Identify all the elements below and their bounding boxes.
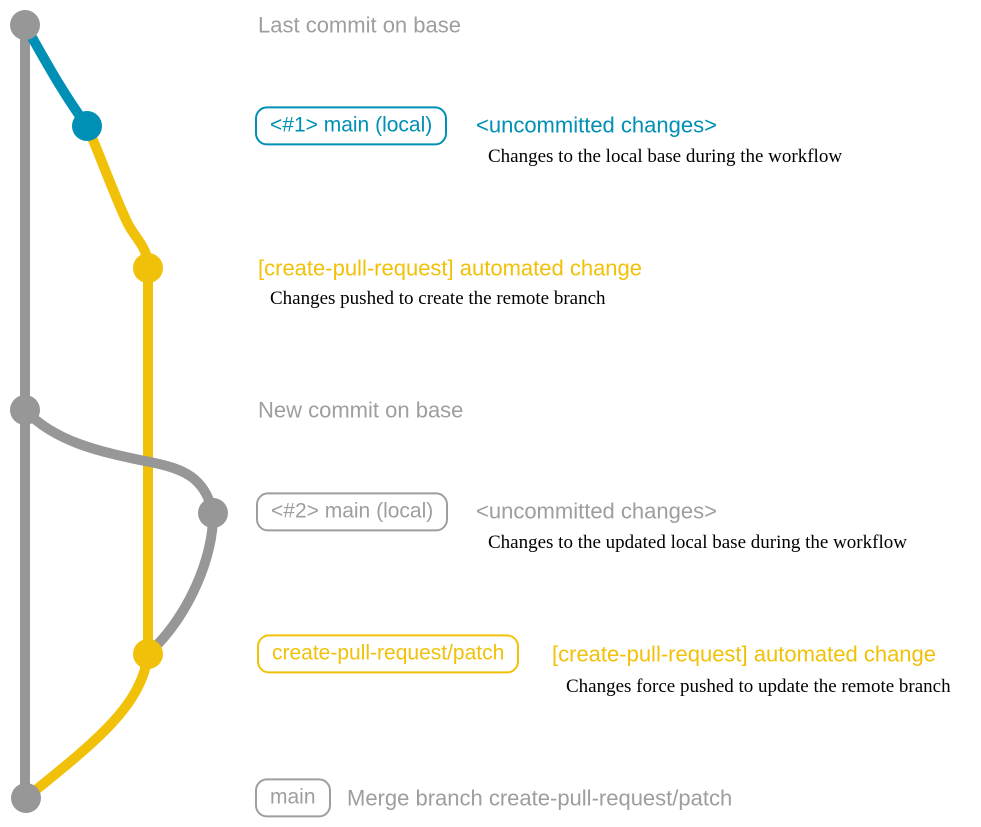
local-main-branch-line — [20, 20, 92, 131]
patch-branch-line-top — [82, 121, 153, 273]
badge-main-text: main — [255, 778, 331, 818]
badge-patch-branch-text: create-pull-request/patch — [257, 634, 520, 674]
caption-local-base-changes: Changes to the local base during the wor… — [488, 146, 843, 168]
badge-main-local-1-text: <#1> main (local) — [255, 106, 448, 146]
badge-main-local-2: <#2> main (local) — [256, 492, 449, 532]
label-automated-change-1: [create-pull-request] automated change — [258, 255, 643, 281]
patch-branch-line-merge — [21, 649, 153, 803]
status-uncommitted-changes-1: <uncommitted changes> — [476, 112, 717, 138]
commit-dot-main-local-2 — [198, 498, 228, 528]
caption-pushed-create-remote: Changes pushed to create the remote bran… — [270, 288, 606, 310]
badge-patch-branch: create-pull-request/patch — [257, 634, 520, 674]
badge-main-local-1: <#1> main (local) — [255, 106, 448, 146]
badge-main-local-2-text: <#2> main (local) — [256, 492, 449, 532]
rebased-main-line-bottom — [143, 508, 219, 659]
commit-dot-patch-1 — [133, 253, 163, 283]
commit-dot-last-base — [10, 10, 40, 40]
commit-dot-new-base — [10, 395, 40, 425]
status-uncommitted-changes-2: <uncommitted changes> — [476, 498, 717, 524]
caption-force-pushed-update-remote: Changes force pushed to update the remot… — [566, 676, 951, 698]
caption-updated-local-base-changes: Changes to the updated local base during… — [488, 532, 907, 554]
commit-graph — [10, 10, 228, 813]
rebased-main-line-top — [20, 405, 218, 518]
commit-dot-patch-2 — [133, 639, 163, 669]
label-automated-change-2: [create-pull-request] automated change — [552, 641, 937, 667]
label-new-commit-on-base: New commit on base — [258, 397, 464, 423]
label-merge-branch-message: Merge branch create-pull-request/patch — [347, 785, 733, 811]
label-last-commit-on-base: Last commit on base — [258, 12, 461, 38]
commit-dot-merge — [11, 783, 41, 813]
badge-main: main — [255, 778, 331, 818]
commit-dot-main-local-1 — [72, 111, 102, 141]
